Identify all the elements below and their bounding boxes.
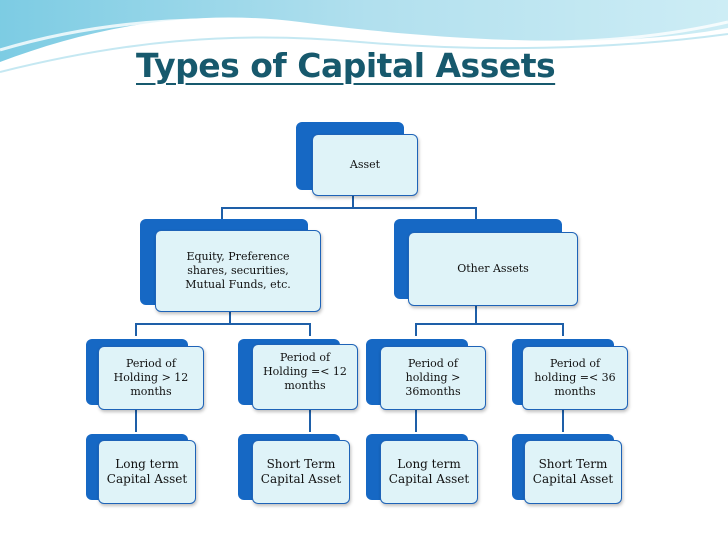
- lt-other-node: Long term Capital Asset: [380, 440, 478, 504]
- asset-node: Asset: [312, 134, 418, 196]
- period-le12-node: Period of Holding =< 12 months: [252, 344, 358, 410]
- page-title: Types of Capital Assets: [136, 46, 556, 85]
- header-wave: [0, 0, 728, 73]
- equity-node: Equity, Preference shares, securities, M…: [155, 230, 321, 312]
- period-le36-node: Period of holding =< 36 months: [522, 346, 628, 410]
- st-equity-node: Short Term Capital Asset: [252, 440, 350, 504]
- other-assets-node: Other Assets: [408, 232, 578, 306]
- period-gt12-node: Period of Holding > 12 months: [98, 346, 204, 410]
- lt-equity-node: Long term Capital Asset: [98, 440, 196, 504]
- period-gt36-node: Period of holding > 36months: [380, 346, 486, 410]
- st-other-node: Short Term Capital Asset: [524, 440, 622, 504]
